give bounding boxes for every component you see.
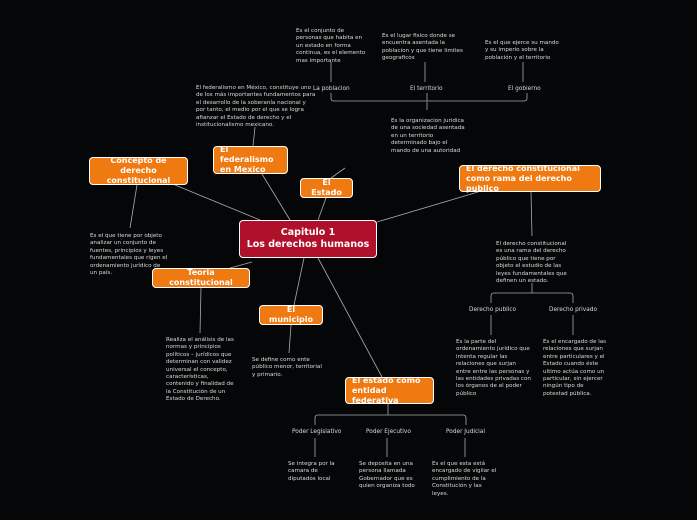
topic-rama-derecho-publico[interactable]: El derecho constitucional como rama del … [459,164,601,193]
central-title-line2: Los derechos humanos [246,239,370,250]
ejecutivo-text: Se deposita en una persona llamada Gober… [359,461,415,490]
subtopic-poblacion[interactable]: La poblacion [313,86,350,92]
central-title-line1: Capitulo 1 [280,227,336,238]
judicial-text: Es el que esta está encargado de vigilar… [432,461,497,497]
topic-teoria[interactable]: Teoria constitucional [152,268,250,288]
topic-estado[interactable]: El Estado [300,178,353,198]
concepto-text: Es el que tiene por objeto analizar un c… [90,233,168,277]
legislativo-text: Se integra por la camara de diputados lo… [288,461,335,482]
rama-text: El derecho constitucional es una rama de… [496,241,567,285]
subtopic-territorio[interactable]: El territorio [410,86,443,92]
territorio-text: Es el lugar fisico donde se encuentra as… [382,33,463,62]
topic-municipio[interactable]: El municipio [259,305,323,325]
estado-text: Es la organizacion juridica de una socie… [391,118,465,154]
topic-entidad-federativa[interactable]: El estado como entidad federativa [345,376,434,405]
derecho-privado-text: Es el encargado de las relaciones que su… [543,339,607,397]
subtopic-poder-ejecutivo[interactable]: Poder Ejecutivo [366,429,411,435]
central-topic[interactable]: Capitulo 1 Los derechos humanos [239,220,377,258]
subtopic-poder-judicial[interactable]: Poder Judicial [446,429,485,435]
topic-federalismo[interactable]: El federalismo en Mexico [213,145,288,174]
topic-concepto[interactable]: Concepto de derecho constitucional [89,156,188,185]
teoria-text: Realiza el análisis de las normas y prin… [166,337,234,403]
poblacion-text: Es el conjunto de personas que habita en… [296,28,366,64]
federalismo-text: El federalismo en México, constituye uno… [196,85,316,129]
subtopic-gobierno[interactable]: El gobierno [508,86,541,92]
subtopic-derecho-privado[interactable]: Derecho privado [549,307,597,313]
derecho-publico-text: Es la parte del ordenamiento jurídico qu… [456,339,531,397]
subtopic-poder-legislativo[interactable]: Poder Legislativo [292,429,342,435]
gobierno-text: Es el que ejerce su mando y su imperio s… [485,40,559,61]
municipio-text: Se define como ente público menor, terri… [252,357,322,378]
subtopic-derecho-publico[interactable]: Derecho publico [469,307,517,313]
